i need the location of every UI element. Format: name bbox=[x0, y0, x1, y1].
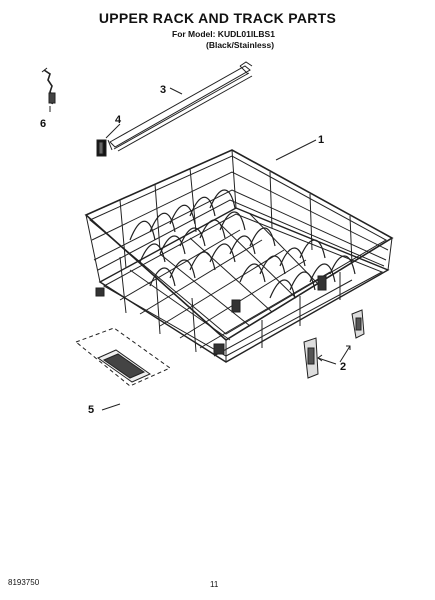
part-4-end-cap bbox=[96, 139, 107, 157]
leader-3 bbox=[169, 87, 183, 95]
callout-1: 1 bbox=[318, 134, 325, 146]
part-6-clip bbox=[41, 67, 56, 105]
leader-5 bbox=[101, 403, 121, 411]
page-title: UPPER RACK AND TRACK PARTS bbox=[98, 10, 337, 26]
arrow-2b bbox=[317, 354, 337, 365]
model-line: For Model: KUDL01ILBS1 bbox=[172, 29, 275, 39]
part-3-track-rail bbox=[107, 61, 253, 152]
arrow-2a bbox=[339, 345, 351, 363]
part-5-handle bbox=[75, 327, 171, 387]
callout-6: 6 bbox=[40, 118, 47, 130]
variant-line: (Black/Stainless) bbox=[206, 40, 275, 50]
leader-4 bbox=[105, 123, 121, 139]
page-number: 11 bbox=[210, 580, 219, 589]
callout-3: 3 bbox=[160, 84, 167, 96]
document-number: 8193750 bbox=[8, 578, 40, 587]
callout-5: 5 bbox=[88, 404, 95, 416]
callout-4: 4 bbox=[115, 114, 122, 126]
part-1-upper-rack bbox=[84, 149, 394, 363]
leader-1 bbox=[275, 139, 317, 161]
part-2-adjusters bbox=[303, 309, 365, 379]
callout-2: 2 bbox=[340, 361, 347, 373]
